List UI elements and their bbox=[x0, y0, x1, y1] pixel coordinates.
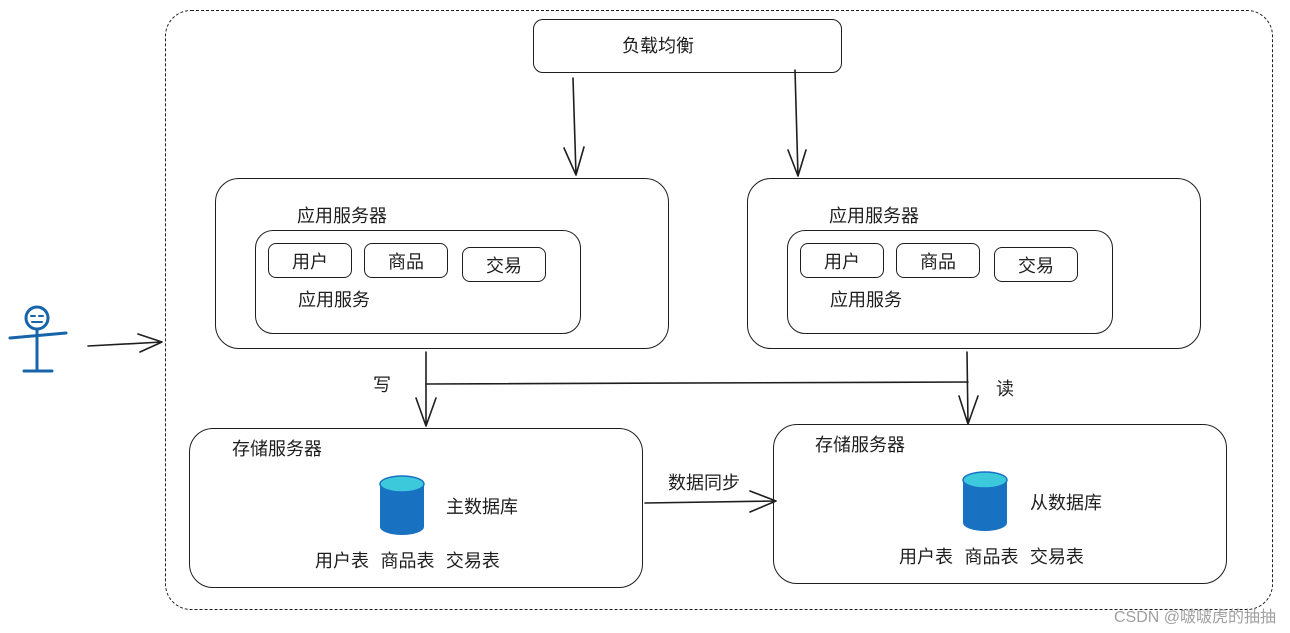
app-service-2-label: 应用服务 bbox=[830, 290, 902, 311]
data-sync-arrow bbox=[644, 490, 777, 513]
module-trade-2: 交易 bbox=[994, 247, 1078, 282]
write-label: 写 bbox=[373, 375, 391, 396]
slave-db-icon bbox=[962, 471, 1008, 531]
write-arrow bbox=[415, 351, 437, 427]
app-server-1 bbox=[215, 178, 669, 349]
system-boundary bbox=[165, 10, 1273, 610]
app-service-2 bbox=[787, 230, 1113, 334]
load-balancer-box bbox=[533, 19, 842, 73]
storage-server-1-title: 存储服务器 bbox=[232, 439, 322, 460]
app-server-1-title: 应用服务器 bbox=[297, 206, 387, 227]
write-read-connector bbox=[425, 381, 969, 385]
app-service-1 bbox=[255, 230, 581, 334]
app-server-2 bbox=[747, 178, 1201, 349]
lb-to-app2-arrow bbox=[787, 69, 807, 177]
slave-db-label: 从数据库 bbox=[1030, 493, 1102, 514]
data-sync-label: 数据同步 bbox=[668, 473, 740, 494]
user-to-system-arrow bbox=[87, 333, 163, 353]
app-service-1-label: 应用服务 bbox=[298, 290, 370, 311]
read-label: 读 bbox=[996, 379, 1014, 400]
master-db-icon bbox=[379, 475, 425, 535]
master-db-tables: 用户表 商品表 交易表 bbox=[315, 551, 500, 572]
master-db-label: 主数据库 bbox=[446, 497, 518, 518]
storage-server-2 bbox=[773, 424, 1227, 584]
module-goods-1: 商品 bbox=[364, 243, 448, 278]
watermark: CSDN @啵啵虎的抽抽 bbox=[1113, 609, 1276, 626]
lb-to-app1-arrow bbox=[563, 77, 585, 176]
module-user-1: 用户 bbox=[268, 243, 352, 278]
user-icon bbox=[8, 305, 68, 373]
module-trade-1: 交易 bbox=[462, 247, 546, 282]
read-arrow bbox=[958, 351, 979, 425]
storage-server-2-title: 存储服务器 bbox=[815, 435, 905, 456]
storage-server-1 bbox=[189, 428, 643, 588]
app-server-2-title: 应用服务器 bbox=[829, 206, 919, 227]
module-user-2: 用户 bbox=[800, 243, 884, 278]
load-balancer-label: 负载均衡 bbox=[622, 36, 694, 57]
slave-db-tables: 用户表 商品表 交易表 bbox=[899, 547, 1084, 568]
module-goods-2: 商品 bbox=[896, 243, 980, 278]
